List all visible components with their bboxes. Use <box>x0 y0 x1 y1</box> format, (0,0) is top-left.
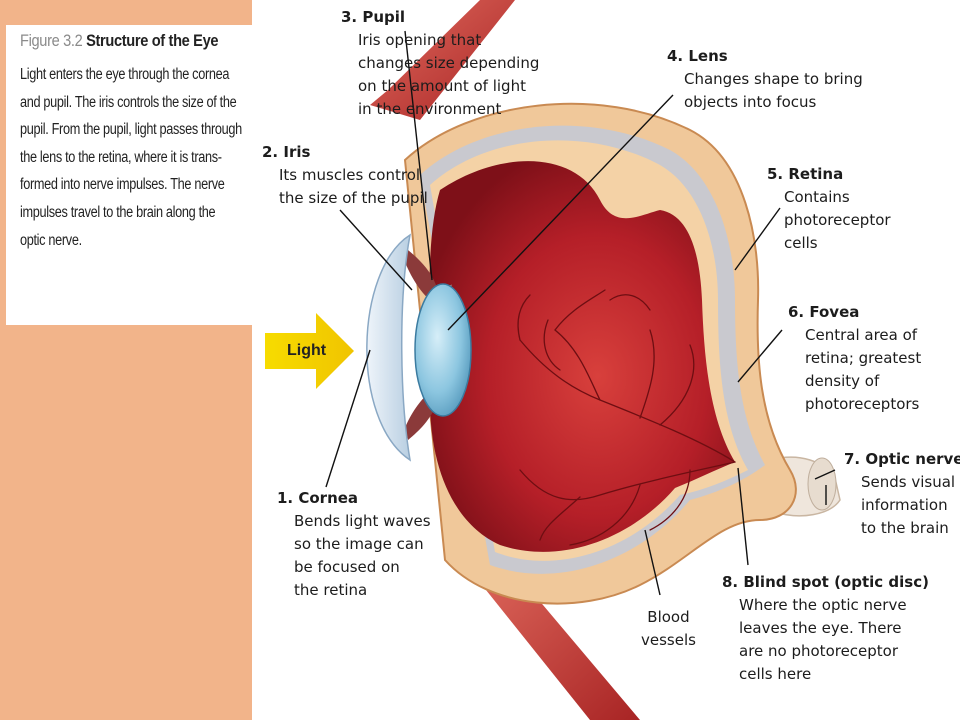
iris-desc-line: the size of the pupil <box>279 189 428 207</box>
pupil-desc-line: on the amount of light <box>358 77 526 95</box>
optic-nerve-end <box>807 457 837 511</box>
fovea-desc-line: density of <box>805 372 880 390</box>
optic-nerve-desc-line: Sends visual <box>861 473 956 491</box>
blind-spot-label: 8. Blind spot (optic disc) Where the opt… <box>722 571 929 686</box>
caption-line: optic nerve. <box>20 231 82 249</box>
lens-shape <box>414 283 472 417</box>
caption-line: formed into nerve impulses. The nerve <box>20 176 225 194</box>
iris-desc-line: Its muscles control <box>279 166 421 184</box>
retina-desc-line: photoreceptor <box>784 211 891 229</box>
lens-desc-line: objects into focus <box>684 93 817 111</box>
pupil-desc-line: Iris opening that <box>358 31 482 49</box>
cornea-label: 1. Cornea Bends light waves so the image… <box>277 487 431 602</box>
pupil-title: 3. Pupil <box>341 8 406 26</box>
blood-vessels-label: Blood vessels <box>641 606 696 652</box>
caption-line: Light enters the eye through the cornea <box>20 66 230 83</box>
light-arrow <box>265 313 354 389</box>
caption-line: the lens to the retina, where it is tran… <box>20 148 222 166</box>
cornea-desc-line: be focused on <box>294 558 400 576</box>
retina-title: 5. Retina <box>767 165 844 183</box>
pupil-desc-line: changes size depending <box>358 54 540 72</box>
figure-name: Structure of the Eye <box>86 31 219 50</box>
pupil-desc-line: in the environment <box>358 100 502 118</box>
optic-nerve-desc-line: information <box>861 496 948 514</box>
cornea-desc-line: Bends light waves <box>294 512 431 530</box>
fovea-desc-line: retina; greatest <box>805 349 922 367</box>
blind-spot-title: 8. Blind spot (optic disc) <box>722 573 929 591</box>
cornea-title: 1. Cornea <box>277 489 359 507</box>
light-arrow-label: Light <box>287 342 327 359</box>
optic-nerve-title: 7. Optic nerve <box>844 450 960 468</box>
blind-spot-desc-line: cells here <box>739 665 812 683</box>
figure-title: Figure 3.2 Structure of the Eye <box>20 31 219 51</box>
blind-spot-desc-line: leaves the eye. There <box>739 619 902 637</box>
upper-eye-muscle <box>370 0 515 120</box>
blind-spot-desc-line: are no photoreceptor <box>739 642 899 660</box>
leader-lines <box>325 30 836 596</box>
figure-number: Figure 3.2 <box>20 31 83 50</box>
blind-spot-desc-line: Where the optic nerve <box>739 596 907 614</box>
iris-label: 2. Iris Its muscles control the size of … <box>262 141 428 210</box>
iris-title: 2. Iris <box>262 143 311 161</box>
blood-vessels-network <box>517 289 736 546</box>
retina-desc-line: Contains <box>784 188 850 206</box>
lens-desc-line: Changes shape to bring <box>684 70 863 88</box>
lens-title: 4. Lens <box>667 47 728 65</box>
optic-nerve-desc-line: to the brain <box>861 519 949 537</box>
figure-caption-text: Light enters the eye through the cornea … <box>20 61 242 254</box>
figure-caption-box: Figure 3.2 Structure of the Eye Light en… <box>6 25 252 325</box>
iris-shape <box>405 250 436 300</box>
fovea-label: 6. Fovea Central area of retina; greates… <box>788 301 921 416</box>
lens-label: 4. Lens Changes shape to bring objects i… <box>667 45 863 114</box>
cornea-shape <box>366 233 412 462</box>
cornea-desc-line: the retina <box>294 581 368 599</box>
blood-vessels-line: Blood <box>647 608 690 626</box>
blood-vessels-line: vessels <box>641 631 696 649</box>
pupil-label: 3. Pupil Iris opening that changes size … <box>341 6 539 121</box>
caption-line: and pupil. The iris controls the size of… <box>20 93 237 111</box>
fovea-title: 6. Fovea <box>788 303 860 321</box>
retina-desc-line: cells <box>784 234 818 252</box>
lower-eye-muscle <box>470 560 640 720</box>
cornea-desc-line: so the image can <box>294 535 424 553</box>
retina-label: 5. Retina Contains photoreceptor cells <box>767 163 891 255</box>
caption-line: impulses travel to the brain along the <box>20 203 216 221</box>
fovea-desc-line: photoreceptors <box>805 395 920 413</box>
fovea-desc-line: Central area of <box>805 326 918 344</box>
optic-nerve-label: 7. Optic nerve Sends visual information … <box>844 448 960 540</box>
eye-interior <box>429 161 735 552</box>
caption-line: pupil. From the pupil, light passes thro… <box>20 121 242 139</box>
